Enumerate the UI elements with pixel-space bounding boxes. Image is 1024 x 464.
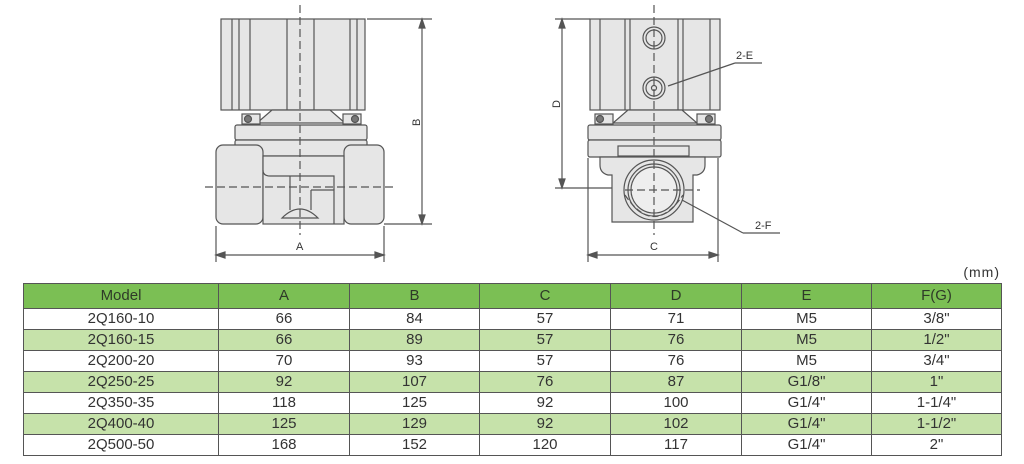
- cell-model: 2Q350-35: [23, 392, 219, 414]
- cell-f: 1": [871, 371, 1002, 393]
- cell-b: 107: [349, 371, 480, 393]
- cell-model: 2Q200-20: [23, 350, 219, 372]
- header-d: D: [610, 283, 742, 309]
- dimension-label-d: D: [551, 100, 563, 108]
- table-row: 2Q500-50 168 152 120 117 G1/4" 2": [23, 434, 1002, 456]
- header-e: E: [741, 283, 872, 309]
- cell-d: 87: [610, 371, 742, 393]
- cell-d: 71: [610, 308, 742, 330]
- header-model: Model: [23, 283, 219, 309]
- callout-2-f: 2-F: [755, 220, 772, 232]
- cell-b: 84: [349, 308, 480, 330]
- front-view: [205, 5, 432, 262]
- header-b: B: [349, 283, 480, 309]
- cell-b: 129: [349, 413, 480, 435]
- cell-e: G1/4": [741, 413, 872, 435]
- header-a: A: [218, 283, 350, 309]
- technical-drawing: A B: [205, 5, 780, 262]
- table-row: 2Q350-35 118 125 92 100 G1/4" 1-1/4": [23, 392, 1002, 414]
- table-row: 2Q160-10 66 84 57 71 M5 3/8": [23, 308, 1002, 330]
- cell-d: 76: [610, 329, 742, 351]
- table-header-row: Model A B C D E F(G): [23, 283, 1002, 309]
- table-row: 2Q400-40 125 129 92 102 G1/4" 1-1/2": [23, 413, 1002, 435]
- cell-c: 120: [479, 434, 611, 456]
- cell-b: 89: [349, 329, 480, 351]
- cell-e: M5: [741, 329, 872, 351]
- cell-a: 125: [218, 413, 350, 435]
- specification-table: Model A B C D E F(G) 2Q160-10 66 84 57 7…: [23, 283, 1002, 456]
- cell-f: 3/8": [871, 308, 1002, 330]
- cell-f: 1/2": [871, 329, 1002, 351]
- callout-2-e: 2-E: [736, 50, 753, 62]
- cell-b: 93: [349, 350, 480, 372]
- cell-f: 3/4": [871, 350, 1002, 372]
- cell-c: 92: [479, 413, 611, 435]
- cell-f: 1-1/2": [871, 413, 1002, 435]
- cell-a: 92: [218, 371, 350, 393]
- cell-c: 76: [479, 371, 611, 393]
- cell-c: 92: [479, 392, 611, 414]
- cell-c: 57: [479, 350, 611, 372]
- cell-a: 118: [218, 392, 350, 414]
- table-row: 2Q200-20 70 93 57 76 M5 3/4": [23, 350, 1002, 372]
- cell-d: 102: [610, 413, 742, 435]
- cell-model: 2Q160-10: [23, 308, 219, 330]
- cell-a: 168: [218, 434, 350, 456]
- cell-d: 76: [610, 350, 742, 372]
- dimension-label-c: C: [650, 241, 658, 253]
- unit-label: (mm): [963, 264, 1000, 280]
- header-f: F(G): [871, 283, 1002, 309]
- cell-model: 2Q500-50: [23, 434, 219, 456]
- cell-f: 2": [871, 434, 1002, 456]
- cell-b: 125: [349, 392, 480, 414]
- cell-a: 70: [218, 350, 350, 372]
- cell-model: 2Q160-15: [23, 329, 219, 351]
- cell-e: G1/4": [741, 434, 872, 456]
- table-row: 2Q250-25 92 107 76 87 G1/8" 1": [23, 371, 1002, 393]
- dimension-label-a: A: [296, 241, 304, 253]
- cell-e: G1/8": [741, 371, 872, 393]
- cell-e: M5: [741, 308, 872, 330]
- header-c: C: [479, 283, 611, 309]
- cell-d: 117: [610, 434, 742, 456]
- cell-d: 100: [610, 392, 742, 414]
- cell-e: G1/4": [741, 392, 872, 414]
- cell-c: 57: [479, 329, 611, 351]
- cell-b: 152: [349, 434, 480, 456]
- cell-model: 2Q400-40: [23, 413, 219, 435]
- cell-a: 66: [218, 329, 350, 351]
- cell-a: 66: [218, 308, 350, 330]
- table-row: 2Q160-15 66 89 57 76 M5 1/2": [23, 329, 1002, 351]
- cell-f: 1-1/4": [871, 392, 1002, 414]
- cell-c: 57: [479, 308, 611, 330]
- cell-e: M5: [741, 350, 872, 372]
- side-view: [555, 5, 780, 262]
- dimension-label-b: B: [411, 119, 423, 126]
- cell-model: 2Q250-25: [23, 371, 219, 393]
